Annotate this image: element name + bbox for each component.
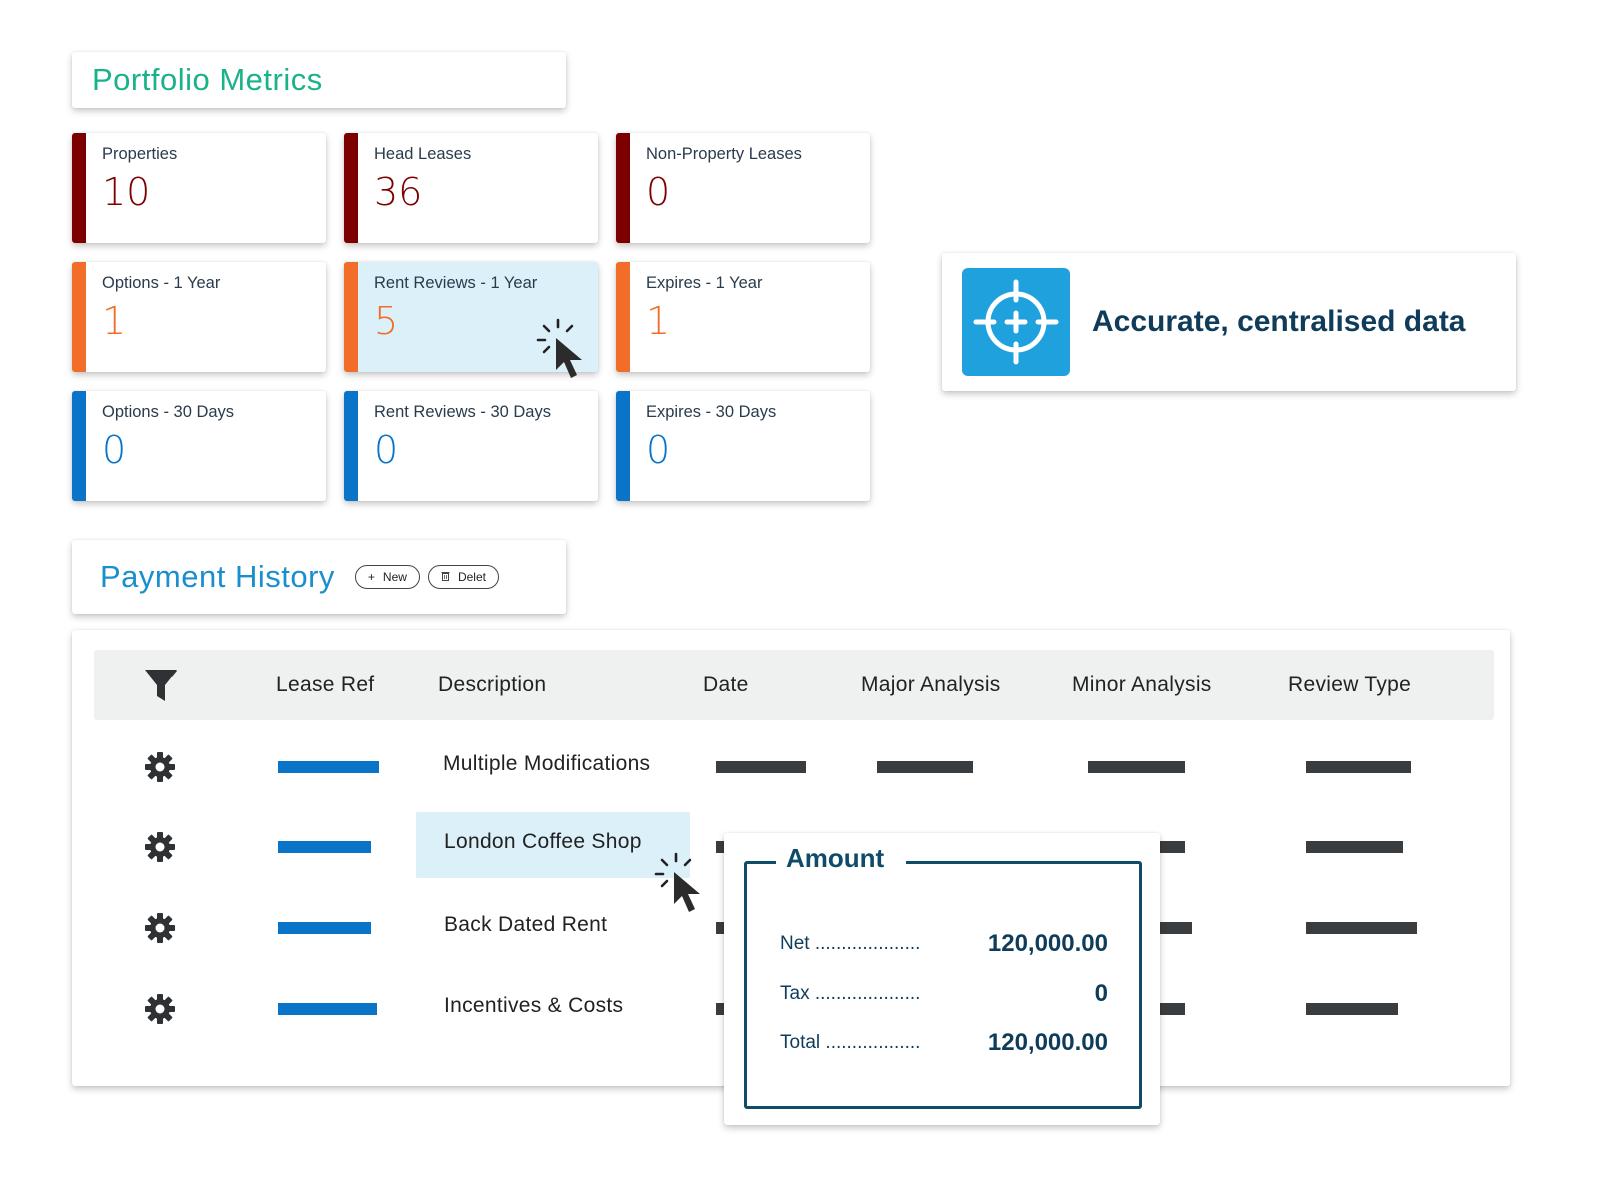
metric-value: 1 [646,299,671,343]
metric-label: Properties [102,145,178,163]
amount-popup: Amount Net .................... 120,000.… [724,833,1160,1125]
metric-color-bar [72,391,86,501]
review-type-placeholder [1306,841,1403,853]
metric-card-expires-1-year[interactable]: Expires - 1 Year 1 [616,262,870,372]
amount-title: Amount [776,843,907,874]
metric-color-bar [616,133,630,243]
column-header-lease-ref[interactable]: Lease Ref [276,673,375,696]
portfolio-metrics-title: Portfolio Metrics [92,62,323,97]
delete-button[interactable]: Delet [427,565,499,589]
metric-color-bar [344,262,358,372]
metric-value: 0 [646,428,671,472]
metric-value: 10 [102,170,151,214]
gear-icon[interactable] [143,992,177,1026]
portfolio-metrics-header: Portfolio Metrics [72,52,566,108]
table-header: Lease Ref Description Date Major Analysi… [94,650,1494,720]
target-icon-tile [962,268,1070,376]
metric-value: 0 [102,428,127,472]
row-description-highlight [416,812,690,878]
plus-icon: + [367,570,375,584]
column-header-major-analysis[interactable]: Major Analysis [861,673,1001,696]
column-header-date[interactable]: Date [703,673,749,696]
gear-icon[interactable] [143,911,177,945]
column-header-minor-analysis[interactable]: Minor Analysis [1072,673,1212,696]
accurate-data-card: Accurate, centralised data [942,253,1516,391]
tax-label: Tax .................... [780,983,921,1004]
minor-analysis-placeholder [1160,841,1185,853]
metric-color-bar [344,391,358,501]
metric-value: 1 [102,299,127,343]
mouse-cursor-icon [536,318,582,378]
metric-label: Non-Property Leases [646,145,802,163]
major-analysis-placeholder [877,761,973,773]
review-type-placeholder [1306,922,1417,934]
metric-label: Rent Reviews - 1 Year [374,274,538,292]
metric-color-bar [344,133,358,243]
metric-value: 5 [374,299,399,343]
metric-card-rent-reviews-1-year[interactable]: Rent Reviews - 1 Year 5 [344,262,598,372]
trash-icon [441,570,450,584]
row-description[interactable]: Incentives & Costs [444,994,624,1017]
metric-card-properties[interactable]: Properties 10 [72,133,326,243]
row-description[interactable]: Multiple Modifications [443,752,651,775]
metric-value: 0 [374,428,399,472]
mouse-cursor-icon [654,852,700,912]
metric-card-non-property-leases[interactable]: Non-Property Leases 0 [616,133,870,243]
total-value: 120,000.00 [987,1029,1108,1056]
metric-label: Expires - 1 Year [646,274,763,292]
metric-color-bar [72,262,86,372]
net-value: 120,000.00 [987,930,1108,957]
row-description[interactable]: London Coffee Shop [444,830,642,853]
gear-icon[interactable] [143,830,177,864]
metric-card-options-30-days[interactable]: Options - 30 Days 0 [72,391,326,501]
lease-ref-link[interactable] [278,1003,377,1015]
review-type-placeholder [1306,1003,1398,1015]
metric-color-bar [616,262,630,372]
lease-ref-link[interactable] [278,922,371,934]
delete-button-label: Delet [457,570,486,584]
metric-label: Options - 1 Year [102,274,221,292]
metric-label: Expires - 30 Days [646,403,777,421]
metric-label: Rent Reviews - 30 Days [374,403,551,421]
lease-ref-link[interactable] [278,841,371,853]
metric-card-head-leases[interactable]: Head Leases 36 [344,133,598,243]
amount-frame [744,861,1142,1109]
payment-history-header: Payment History + New Delet [72,540,566,614]
feature-text: Accurate, centralised data [1092,305,1466,338]
net-label: Net .................... [780,933,921,954]
metric-value: 0 [646,170,671,214]
metric-label: Options - 30 Days [102,403,235,421]
tax-value: 0 [1094,980,1108,1007]
column-header-description[interactable]: Description [438,673,547,696]
total-label: Total .................. [780,1032,921,1053]
metric-card-expires-30-days[interactable]: Expires - 30 Days 0 [616,391,870,501]
column-header-review-type[interactable]: Review Type [1288,673,1412,696]
minor-analysis-placeholder [1160,922,1192,934]
minor-analysis-placeholder [1088,761,1185,773]
lease-ref-link[interactable] [278,761,379,773]
payment-history-title: Payment History [100,559,335,594]
new-button[interactable]: + New [354,565,420,589]
metric-label: Head Leases [374,145,472,163]
date-placeholder [716,761,806,773]
filter-icon[interactable] [144,668,178,704]
target-icon [973,279,1059,365]
metric-value: 36 [374,170,423,214]
metric-card-rent-reviews-30-days[interactable]: Rent Reviews - 30 Days 0 [344,391,598,501]
new-button-label: New [382,570,407,584]
review-type-placeholder [1306,761,1411,773]
metric-color-bar [72,133,86,243]
metric-card-options-1-year[interactable]: Options - 1 Year 1 [72,262,326,372]
gear-icon[interactable] [143,750,177,784]
row-description[interactable]: Back Dated Rent [444,913,608,936]
minor-analysis-placeholder [1160,1003,1185,1015]
metric-color-bar [616,391,630,501]
